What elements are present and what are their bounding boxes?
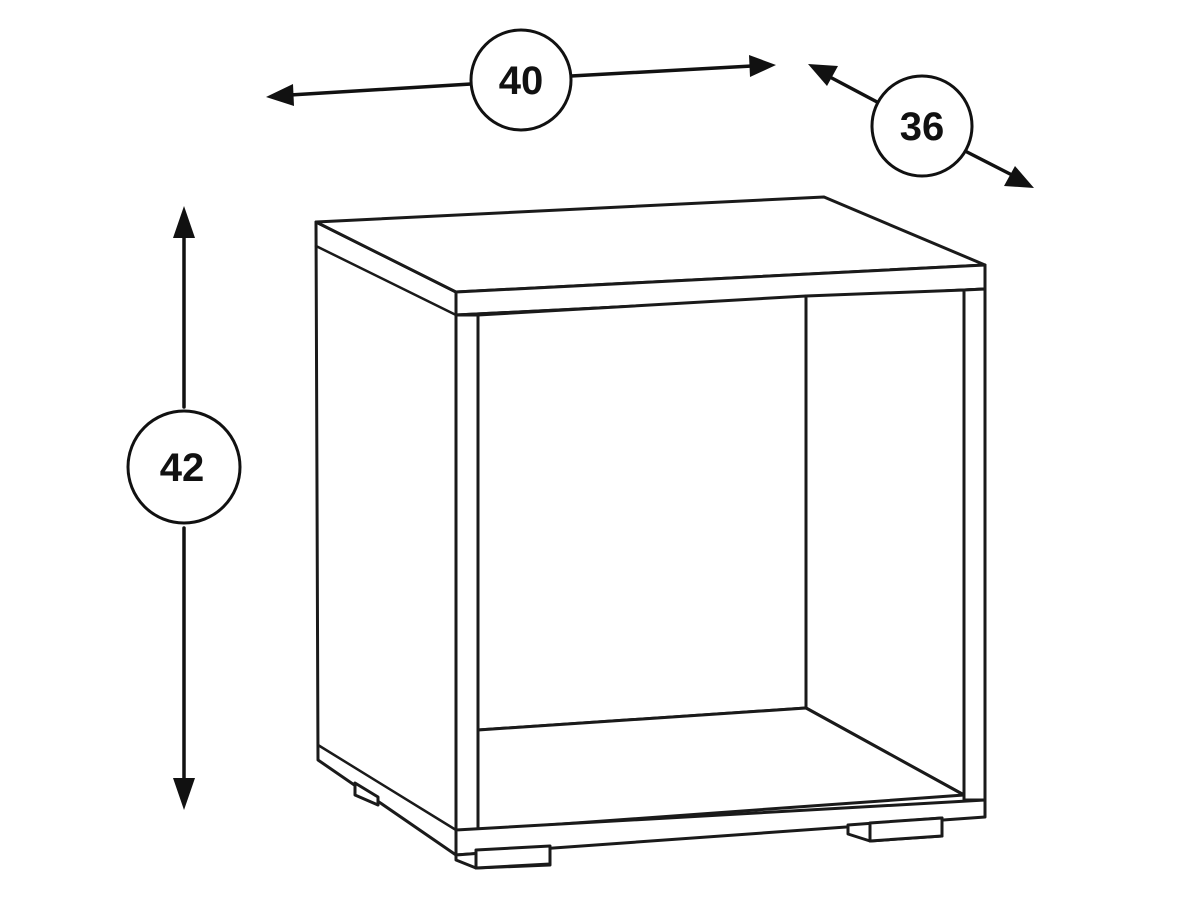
width-arrow-line-right	[569, 64, 754, 78]
width-arrow-line-left	[288, 82, 473, 97]
height-value: 42	[160, 446, 205, 490]
front-left-post	[454, 313, 480, 832]
left-panel-top-edge	[314, 244, 458, 317]
height-dimension: 42	[126, 206, 242, 810]
interior-back-wall	[476, 294, 808, 732]
width-value-bubble	[469, 28, 573, 132]
width-arrowhead-right	[749, 55, 776, 77]
depth-arrow-line-upper	[826, 74, 881, 105]
height-arrowhead-top	[173, 206, 195, 238]
depth-arrowhead-lower	[1004, 166, 1034, 188]
cube-cabinet	[314, 195, 987, 870]
height-value-bubble	[126, 409, 242, 525]
height-arrowhead-bottom	[173, 778, 195, 810]
width-value: 40	[499, 59, 544, 103]
depth-dimension: 36	[808, 64, 1034, 188]
foot-back-left	[353, 781, 380, 807]
width-dimension: 40	[266, 28, 776, 132]
bottom-front-edge	[454, 798, 987, 857]
left-panel-bottom-edge	[316, 743, 458, 832]
width-arrowhead-left	[266, 84, 294, 106]
dimension-annotations: 40 36 42	[126, 28, 1034, 810]
left-side-panel	[314, 220, 458, 857]
front-right-post	[962, 287, 987, 802]
depth-arrow-line-lower	[965, 150, 1014, 177]
interior-right-wall	[804, 288, 966, 797]
foot-front-left-box	[474, 844, 552, 870]
foot-front-right-box	[868, 816, 944, 843]
depth-value-bubble	[870, 74, 974, 178]
depth-arrowhead-upper	[808, 64, 838, 86]
depth-value: 36	[900, 105, 945, 149]
